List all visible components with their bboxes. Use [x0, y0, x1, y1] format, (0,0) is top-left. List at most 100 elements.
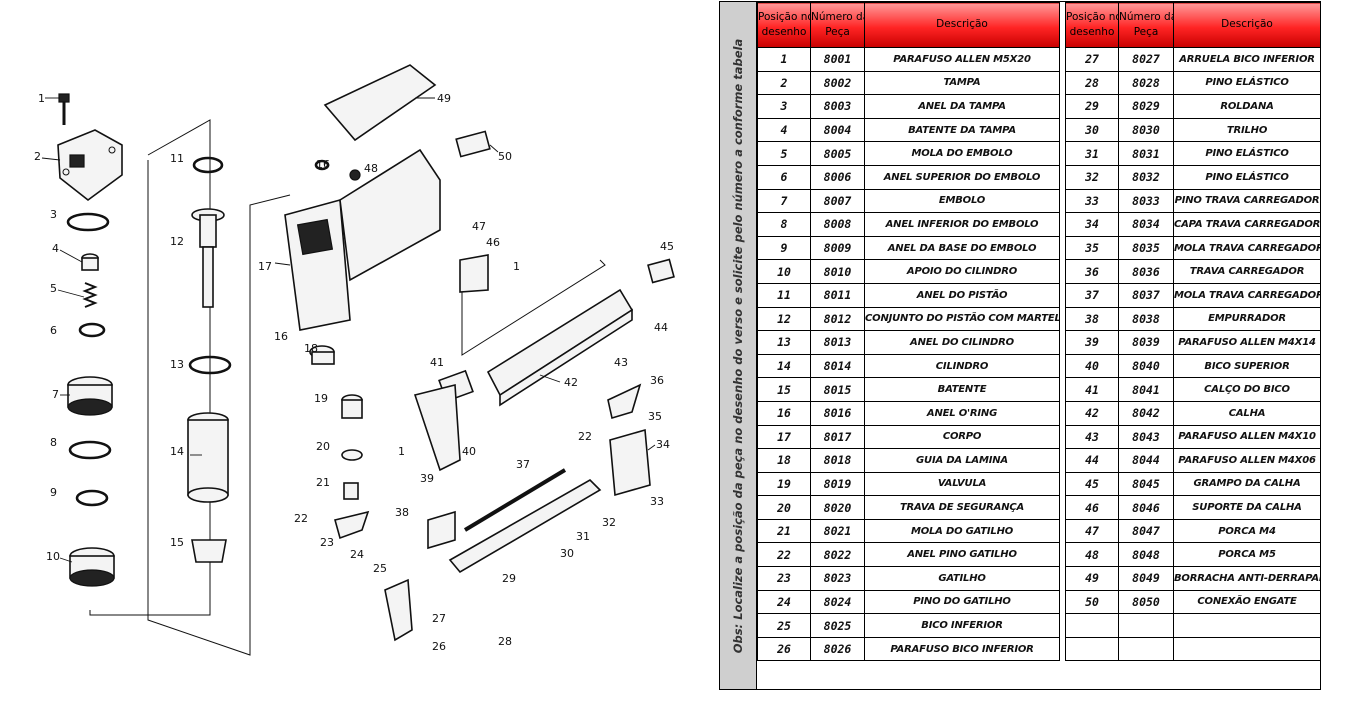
cell-description [1173, 636, 1321, 662]
diagram-label: 32 [602, 516, 616, 529]
cell-part-number: 8044 [1118, 448, 1174, 473]
cell-position: 4 [757, 117, 811, 143]
cell-part-number: 8038 [1118, 306, 1174, 332]
cell-position: 1 [757, 47, 811, 72]
cell-position: 40 [1065, 353, 1119, 379]
cell-position: 22 [757, 542, 811, 568]
header-description: Descrição [864, 2, 1060, 48]
diagram-label: 45 [660, 240, 674, 253]
cell-description: ANEL DA BASE DO EMBOLO [864, 235, 1060, 261]
diagram-label: 1 [398, 445, 405, 458]
cell-position: 20 [757, 495, 811, 520]
part-11-ring [192, 156, 224, 174]
cell-description: MOLA DO EMBOLO [864, 141, 1060, 166]
diagram-label: 48 [364, 162, 378, 175]
cell-position: 48 [1065, 542, 1119, 568]
part-3-cover-ring [66, 212, 110, 232]
cell-position: 43 [1065, 424, 1119, 450]
cell-part-number: 8021 [810, 518, 865, 544]
diagram-label: 3 [50, 208, 57, 221]
part-5-spring [82, 282, 98, 308]
part-49-grip [323, 64, 437, 142]
diagram-label: 9 [50, 486, 57, 499]
cell-part-number: 8019 [810, 471, 865, 497]
diagram-label: 8 [50, 436, 57, 449]
cell-part-number: 8023 [810, 566, 865, 591]
cell-position: 39 [1065, 330, 1119, 355]
diagram-label: 21 [316, 476, 330, 489]
diagram-label: 25 [373, 562, 387, 575]
cell-position: 42 [1065, 400, 1119, 426]
cell-position: 49 [1065, 566, 1119, 591]
part-12-piston-hammer [191, 208, 225, 308]
cell-description: BICO SUPERIOR [1173, 353, 1321, 379]
cell-position: 34 [1065, 212, 1119, 237]
cell-description: ANEL INFERIOR DO EMBOLO [864, 212, 1060, 237]
diagram-label: 26 [432, 640, 446, 653]
cell-description: CORPO [864, 424, 1060, 450]
cell-position: 38 [1065, 306, 1119, 332]
cell-position [1065, 636, 1119, 662]
cell-part-number: 8010 [810, 259, 865, 284]
cell-position: 27 [1065, 47, 1119, 72]
exploded-parts-diagram: 1 2 3 4 5 6 7 8 9 10 11 12 13 14 15 16 1… [34, 64, 675, 656]
cell-position: 41 [1065, 377, 1119, 402]
cell-part-number: 8048 [1118, 542, 1174, 568]
cell-description: GUIA DA LAMINA [864, 448, 1060, 473]
diagram-label: 30 [560, 547, 574, 560]
cell-description: PINO ELÁSTICO [1173, 164, 1321, 190]
cell-position: 18 [757, 448, 811, 473]
cell-description: EMPURRADOR [1173, 306, 1321, 332]
cell-position: 37 [1065, 282, 1119, 308]
cell-position: 45 [1065, 471, 1119, 497]
cell-description: PINO ELÁSTICO [1173, 141, 1321, 166]
cell-position: 23 [757, 566, 811, 591]
cell-description: CALÇO DO BICO [1173, 377, 1321, 402]
cell-description: PINO TRAVA CARREGADOR [1173, 188, 1321, 214]
cell-part-number: 8042 [1118, 400, 1174, 426]
cell-position: 47 [1065, 518, 1119, 544]
cell-part-number: 8050 [1118, 589, 1174, 615]
cell-part-number: 8037 [1118, 282, 1174, 308]
part-15-stop [191, 539, 227, 563]
part-10-support [69, 547, 115, 587]
diagram-label: 34 [656, 438, 670, 451]
cell-position: 7 [757, 188, 811, 214]
cell-part-number: 8001 [810, 47, 865, 72]
cell-position: 8 [757, 212, 811, 237]
diagram-label: 31 [576, 530, 590, 543]
cell-position: 30 [1065, 117, 1119, 143]
cell-part-number: 8024 [810, 589, 865, 615]
side-note-text: Obs: Localize a posição da peça no desen… [731, 38, 745, 653]
cell-description: ANEL SUPERIOR DO EMBOLO [864, 164, 1060, 190]
cell-part-number: 8028 [1118, 70, 1174, 96]
cell-part-number: 8041 [1118, 377, 1174, 402]
cell-description: TAMPA [864, 70, 1060, 96]
cell-position: 12 [757, 306, 811, 332]
cell-description: MOLA DO GATILHO [864, 518, 1060, 544]
cell-part-number: 8047 [1118, 518, 1174, 544]
